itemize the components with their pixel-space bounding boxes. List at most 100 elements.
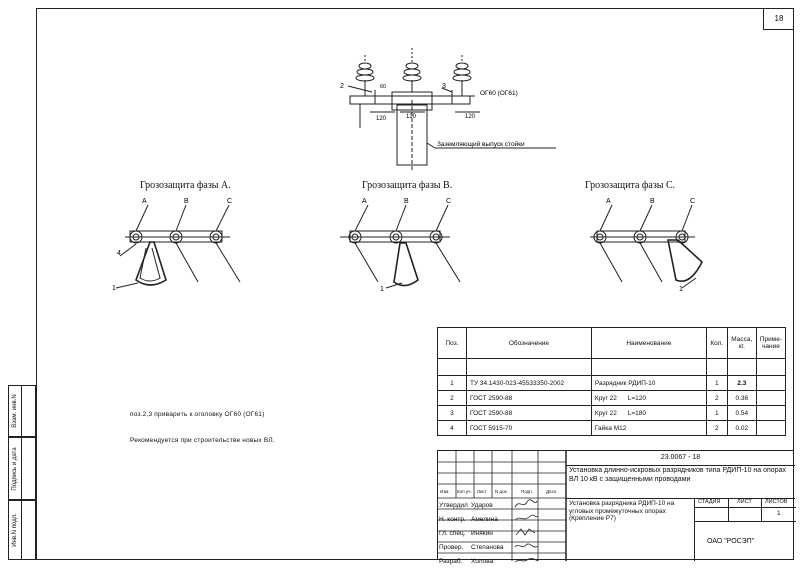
company-name: ОАО "РОСЭП" — [707, 538, 755, 545]
spec-cell-designation: ГОСТ 2590-88 — [465, 405, 592, 421]
col-header-change: Изм. — [440, 489, 450, 494]
title-block: Изм. Кол.уч. Лист N док. Подп. Дата Утве… — [437, 450, 796, 565]
signature-row: Н. контр. Амелина — [438, 512, 540, 526]
spec-cell-name: Круг 22 L=180 — [590, 405, 707, 421]
project-title: Установка длинно-искровых разрядников ти… — [569, 467, 786, 483]
phase-a-callout-4: 4 — [117, 250, 121, 257]
phase-a-title: Грозозащита фазы А. — [140, 180, 231, 191]
phase-c-title: Грозозащита фазы С. — [585, 180, 676, 191]
signature-scribble — [512, 554, 540, 568]
spec-cell-designation: ГОСТ 2590-88 — [465, 390, 592, 406]
signature-scribble — [512, 512, 540, 526]
signature-row: Разраб.Холова — [438, 554, 540, 568]
signature-role: Н. контр. — [439, 515, 466, 523]
spec-cell-qty: 1 — [705, 405, 728, 421]
spec-cell-name: Гайка М12 — [590, 420, 707, 436]
spec-cell-note — [755, 390, 787, 406]
callout-pos2: 2 — [340, 83, 344, 90]
ground-lead-label: Заземляющий выпуск стойки — [437, 140, 525, 148]
spec-cell-name: Разрядник РДИП-10 — [590, 375, 707, 391]
col-header-date: Дата — [546, 489, 556, 494]
col-header-qty: Кол.уч. — [457, 489, 472, 494]
spec-cell-name: Круг 22 L=120 — [590, 390, 707, 406]
phase-a-wire-c: C — [227, 198, 232, 205]
spec-cell-qty: 2 — [705, 420, 728, 436]
spec-cell-designation: ГОСТ 5915-70 — [465, 420, 592, 436]
phase-b-wire-c: C — [446, 198, 451, 205]
signature-scribble — [512, 526, 540, 540]
spec-header-row: Поз. Обозначение Наименование Кол. Масса… — [437, 327, 787, 359]
spec-table: Поз. Обозначение Наименование Кол. Масса… — [437, 327, 787, 436]
dim-120-mid: 120 — [406, 114, 417, 120]
phase-b-view — [340, 204, 461, 289]
sheet-number: 18 — [763, 8, 794, 30]
phase-c-callout-1: 1 — [679, 286, 683, 293]
sheets-value: 1 — [777, 510, 781, 517]
dim-60: 60 — [380, 84, 386, 90]
spec-cell-pos: 4 — [437, 420, 467, 436]
side-box-replace-inv: Взам. инв.N — [8, 385, 36, 437]
dim-120-left: 120 — [376, 116, 387, 122]
spec-cell-pos: 3 — [437, 405, 467, 421]
spec-cell-note — [755, 375, 787, 391]
phase-b-wire-a: A — [362, 198, 367, 205]
spec-cell-mass: 0.36 — [726, 390, 757, 406]
col-header-docno: N док. — [495, 489, 508, 494]
insulator-left — [355, 62, 375, 96]
signature-name: Инякин — [471, 529, 493, 537]
signature-role: Утвердил — [439, 501, 468, 509]
spec-header-pos: Поз. — [437, 327, 467, 359]
phase-a-wire-a: A — [142, 198, 147, 205]
phase-c-wire-a: A — [606, 198, 611, 205]
spec-cell-note — [755, 405, 787, 421]
sheet-label: ЛИСТ — [737, 499, 752, 505]
signature-row: Гл. спец. Инякин — [438, 526, 540, 540]
signature-row: Провер.Степанова — [438, 540, 540, 554]
og-label: ОГ60 (ОГ61) — [480, 90, 518, 97]
note-recommend: Рекомендуется при строительстве новых ВЛ… — [130, 437, 275, 444]
table-row: 3 ГОСТ 2590-88 Круг 22 L=180 1 0.54 — [437, 405, 787, 421]
signature-scribble — [512, 498, 540, 512]
col-header-sheet: Лист — [477, 489, 487, 494]
signature-name: Холова — [471, 557, 494, 565]
sheets-label: ЛИСТОВ — [765, 499, 788, 505]
signature-role: Провер. — [439, 543, 464, 551]
stage-label: СТАДИЯ — [698, 499, 721, 505]
insulator-right — [452, 62, 472, 96]
doc-code: 23.0067 - 18 — [566, 451, 795, 466]
revision-grid — [438, 451, 567, 561]
phase-c-view — [590, 204, 703, 289]
col-header-sign: Подп. — [521, 489, 533, 494]
spec-cell-mass: 0.54 — [726, 405, 757, 421]
phase-b-wire-b: B — [404, 198, 409, 205]
stage-area: СТАДИЯ ЛИСТ ЛИСТОВ 1 ОАО "РОСЭП" — [694, 498, 796, 561]
signature-role: Гл. спец. — [439, 529, 466, 537]
spec-header-note: Приме-чание — [755, 327, 787, 359]
spec-header-name: Наименование — [590, 327, 707, 359]
spec-cell-pos: 2 — [437, 390, 467, 406]
note-weld: поз.2,3 приварить к оголовку ОГ60 (ОГ61) — [130, 411, 265, 418]
signature-name: Амелина — [471, 515, 498, 523]
phase-a-wire-b: B — [184, 198, 189, 205]
callout-pos3: 3 — [442, 83, 446, 90]
drawing-frame — [36, 8, 794, 560]
table-row: 2 ГОСТ 2590-88 Круг 22 L=120 2 0.36 — [437, 390, 787, 406]
phase-c-wire-c: C — [690, 198, 695, 205]
side-box-signature-date: Подпись и дата — [8, 437, 36, 500]
signature-scribble — [512, 540, 540, 554]
side-box-original-inv: Инв.N подл. — [8, 500, 36, 560]
spec-blank-row — [437, 358, 787, 376]
spec-cell-designation: ТУ 34.1430-023-45533350-2002 — [465, 375, 592, 391]
spec-cell-qty: 1 — [705, 375, 728, 391]
signature-name: Ударов — [471, 501, 493, 509]
insulator-mid — [402, 62, 422, 92]
phase-a-view — [115, 204, 241, 289]
spec-cell-note — [755, 420, 787, 436]
spec-header-mass: Масса, кг. — [726, 327, 757, 359]
spec-cell-qty: 2 — [705, 390, 728, 406]
phase-b-callout-1: 1 — [380, 286, 384, 293]
phase-a-callout-1: 1 — [112, 285, 116, 292]
table-row: 4 ГОСТ 5915-70 Гайка М12 2 0.02 — [437, 420, 787, 436]
